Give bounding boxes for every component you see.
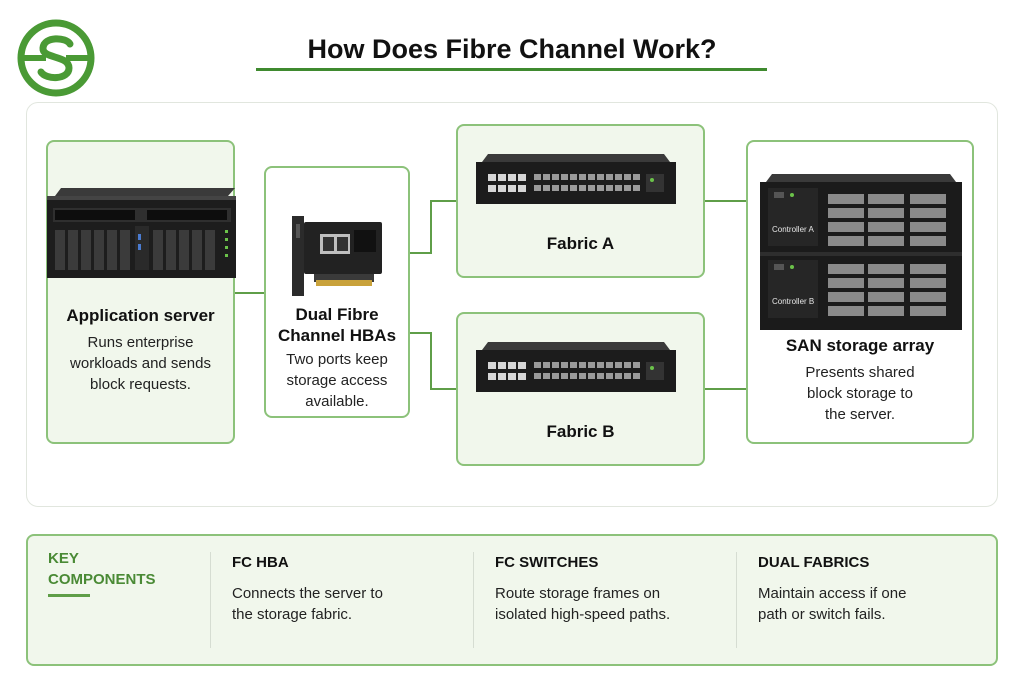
controller-b-label: Controller B	[772, 297, 814, 306]
hba-node: Dual Fibre Channel HBAs Two ports keep s…	[264, 166, 410, 418]
key-heading-rule	[48, 594, 90, 597]
san-node: Controller A Controller B SAN storage ar…	[746, 140, 974, 444]
key-item-text-line: Route storage frames on	[495, 585, 661, 602]
hba-desc-1: Two ports keep	[286, 351, 388, 368]
san-desc-2: block storage to	[807, 385, 913, 402]
hba-title-1: Dual Fibre	[295, 305, 379, 324]
key-item-title: FC HBA	[232, 554, 289, 571]
key-item-text: Connects the server to the storage fabri…	[232, 583, 383, 625]
connector-server-hba	[234, 292, 266, 294]
san-desc-3: the server.	[824, 406, 896, 423]
key-heading-line-1: KEY	[48, 550, 79, 567]
fc-switch-icon	[476, 342, 676, 392]
san-desc-1: Presents shared	[805, 364, 915, 381]
key-item-fc-switches: FC SWITCHES Route storage frames on isol…	[495, 554, 670, 625]
connector-fabric-a-san	[703, 200, 748, 202]
hba-card-icon	[292, 216, 382, 296]
key-divider	[210, 552, 211, 648]
server-title: Application server	[66, 306, 215, 325]
key-item-text-line: Maintain access if one	[758, 585, 907, 602]
key-components-panel: KEY COMPONENTS FC HBA Connects the serve…	[26, 534, 998, 666]
fc-switch-icon	[476, 154, 676, 204]
key-item-text-line: isolated high-speed paths.	[495, 606, 671, 623]
server-desc-1: Runs enterprise	[87, 334, 194, 351]
rack-server-icon	[47, 188, 236, 278]
key-item-text-line: path or switch fails.	[758, 606, 886, 623]
key-divider	[736, 552, 737, 648]
connector-to-fabric-b	[430, 388, 458, 390]
key-divider	[473, 552, 474, 648]
connector-hba-up	[408, 252, 432, 254]
hba-desc-3: available.	[305, 393, 369, 410]
key-item-title: FC SWITCHES	[495, 554, 599, 571]
san-array-icon: Controller A Controller B	[760, 174, 962, 330]
server-desc-2: workloads and sends	[70, 355, 211, 372]
hba-title-2: Channel HBAs	[277, 326, 397, 345]
controller-a-label: Controller A	[772, 225, 814, 234]
fabric-a-node: Fabric A	[456, 124, 705, 278]
key-item-text: Route storage frames on isolated high-sp…	[495, 583, 670, 625]
key-item-title: DUAL FABRICS	[758, 554, 870, 571]
key-item-text-line: Connects the server to	[232, 585, 383, 602]
application-server-node: Application server Runs enterprise workl…	[46, 140, 236, 444]
fabric-b-node: Fabric B	[456, 312, 705, 466]
fabric-a-title: Fabric A	[546, 234, 615, 253]
page-title: How Does Fibre Channel Work?	[307, 34, 717, 64]
key-heading-line-2: COMPONENTS	[48, 571, 156, 588]
connector-vertical-b	[430, 332, 432, 390]
key-item-fc-hba: FC HBA Connects the server to the storag…	[232, 554, 383, 625]
connector-vertical-a	[430, 200, 432, 254]
key-item-dual-fabrics: DUAL FABRICS Maintain access if one path…	[758, 554, 906, 625]
san-title: SAN storage array	[785, 336, 935, 355]
server-desc-3: block requests.	[90, 376, 191, 393]
hba-desc-2: storage access	[286, 372, 388, 389]
connector-to-fabric-a	[430, 200, 458, 202]
title-underline	[256, 68, 767, 71]
key-heading: KEY COMPONENTS	[48, 548, 156, 590]
connector-hba-down	[408, 332, 432, 334]
key-item-text-line: the storage fabric.	[232, 606, 353, 623]
fabric-b-title: Fabric B	[546, 422, 615, 441]
key-item-text: Maintain access if one path or switch fa…	[758, 583, 906, 625]
connector-fabric-b-san	[703, 388, 748, 390]
brand-logo-icon	[17, 19, 95, 97]
